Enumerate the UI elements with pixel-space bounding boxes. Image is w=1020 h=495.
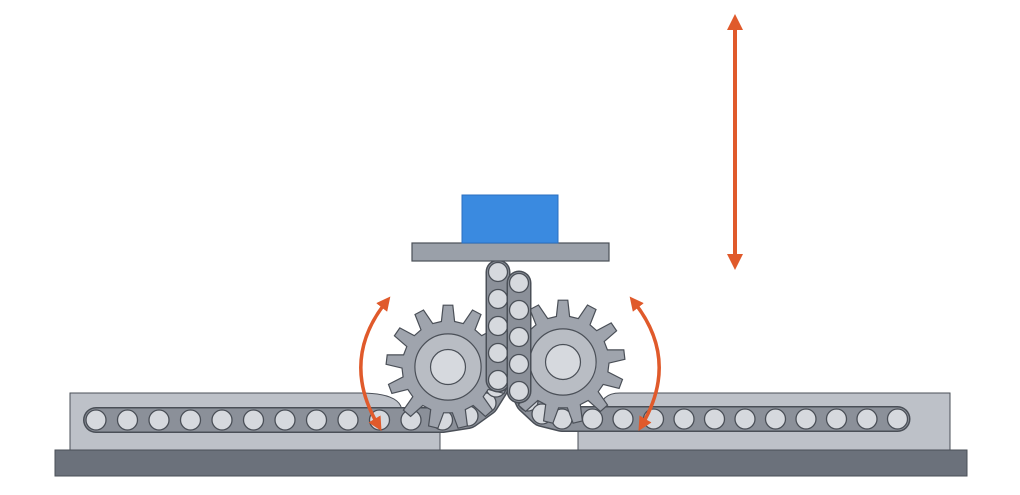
chain-roller (274, 409, 296, 431)
chain-roller (612, 408, 634, 430)
chain-roller (487, 342, 509, 364)
chain-roller (508, 326, 530, 348)
zipped-chain-column (485, 259, 532, 404)
left-drive-sprocket (385, 304, 511, 429)
chain-roller (508, 353, 530, 375)
chain-roller (673, 408, 695, 430)
curved-double-arrow-icon (629, 296, 661, 432)
chain-roller (703, 408, 726, 430)
payload-block (461, 194, 559, 244)
chain-roller (487, 315, 509, 337)
lift-platform (411, 242, 610, 262)
chain-roller (764, 408, 787, 430)
chain-roller (508, 272, 530, 294)
gear-axle (429, 348, 467, 386)
gear-axle (544, 343, 582, 381)
chain-roller (795, 408, 817, 430)
chain-roller (487, 261, 509, 283)
chain-roller (179, 409, 202, 431)
chain-roller (886, 408, 909, 430)
chain-roller (148, 409, 170, 431)
chain-roller (337, 409, 359, 431)
chain-roller (211, 409, 233, 431)
chain-roller (487, 369, 509, 391)
base-plate (54, 449, 968, 477)
chain-roller (85, 409, 107, 431)
right-drive-sprocket (500, 299, 626, 424)
chain-roller (508, 380, 530, 402)
chain-roller (116, 409, 139, 431)
chain-roller (825, 408, 848, 430)
curved-double-arrow-icon (359, 296, 391, 432)
chain-roller (305, 409, 328, 431)
chain-roller (487, 288, 509, 310)
chain-roller (242, 409, 265, 431)
chain-roller (856, 408, 878, 430)
chain-roller (508, 299, 530, 321)
chain-roller (581, 408, 604, 430)
chain-roller (734, 408, 756, 430)
